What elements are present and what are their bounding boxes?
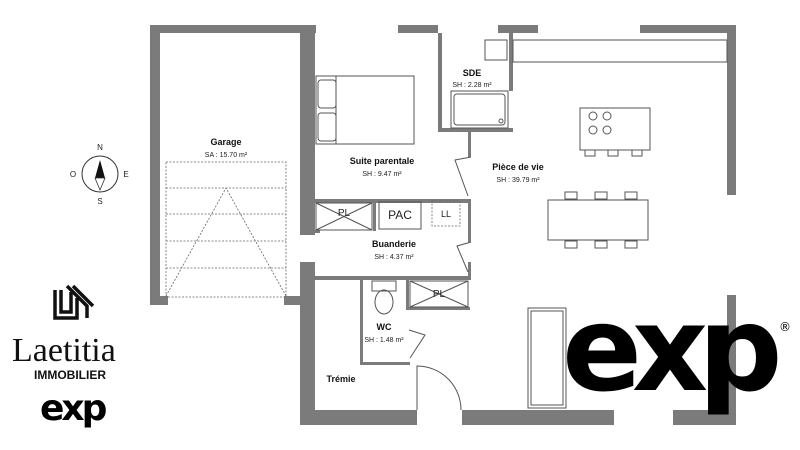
room-sde-area: SH : 2.28 m² [452,82,492,89]
pl-label-1: PL [338,208,351,219]
room-sde-name: SDE [463,68,482,78]
room-piece-de-vie-area: SH : 39.79 m² [496,177,540,184]
room-suite-name: Suite parentale [350,156,415,166]
compass-n: N [97,143,103,152]
room-tremie-name: Trémie [326,374,355,384]
doors[interactable] [408,156,472,411]
pac-label: PAC [388,208,412,222]
agency-name: Laetitia [12,332,116,369]
room-suite-area: SH : 9.47 m² [362,171,402,178]
storage-pl-2 [409,280,469,308]
compass-e: E [123,170,128,179]
room-wc-area: SH : 1.48 m² [364,337,404,344]
room-buanderie-area: SH : 4.37 m² [374,254,414,261]
sofa [527,307,567,409]
registered-mark: ® [779,320,791,334]
room-piece-de-vie-name: Pièce de vie [492,162,544,172]
pl-label-2: PL [433,289,446,300]
shower [450,39,509,129]
garage-walls [150,25,308,305]
room-garage-area: SA : 15.70 m² [205,152,248,159]
storage-pl-1 [315,202,373,231]
room-buanderie-name: Buanderie [372,239,416,249]
kitchen [512,39,728,157]
exp-logo-small: exp [40,388,107,429]
exp-logo-watermark: exp [562,280,783,418]
pac-unit [378,201,422,230]
dining-table [547,191,649,249]
bed [315,75,415,145]
laetitia-logo-icon [53,284,95,320]
compass-s: S [97,197,102,206]
compass-icon: N S E O [70,143,129,206]
ll-unit [431,200,461,227]
compass-o: O [70,170,76,179]
house-walls [300,25,736,425]
agency-subtitle: IMMOBILIER [34,368,106,382]
ll-label: LL [441,209,451,219]
toilet [371,280,397,315]
garage-door[interactable] [165,161,287,298]
room-garage-name: Garage [210,137,241,147]
room-wc-name: WC [377,322,392,332]
